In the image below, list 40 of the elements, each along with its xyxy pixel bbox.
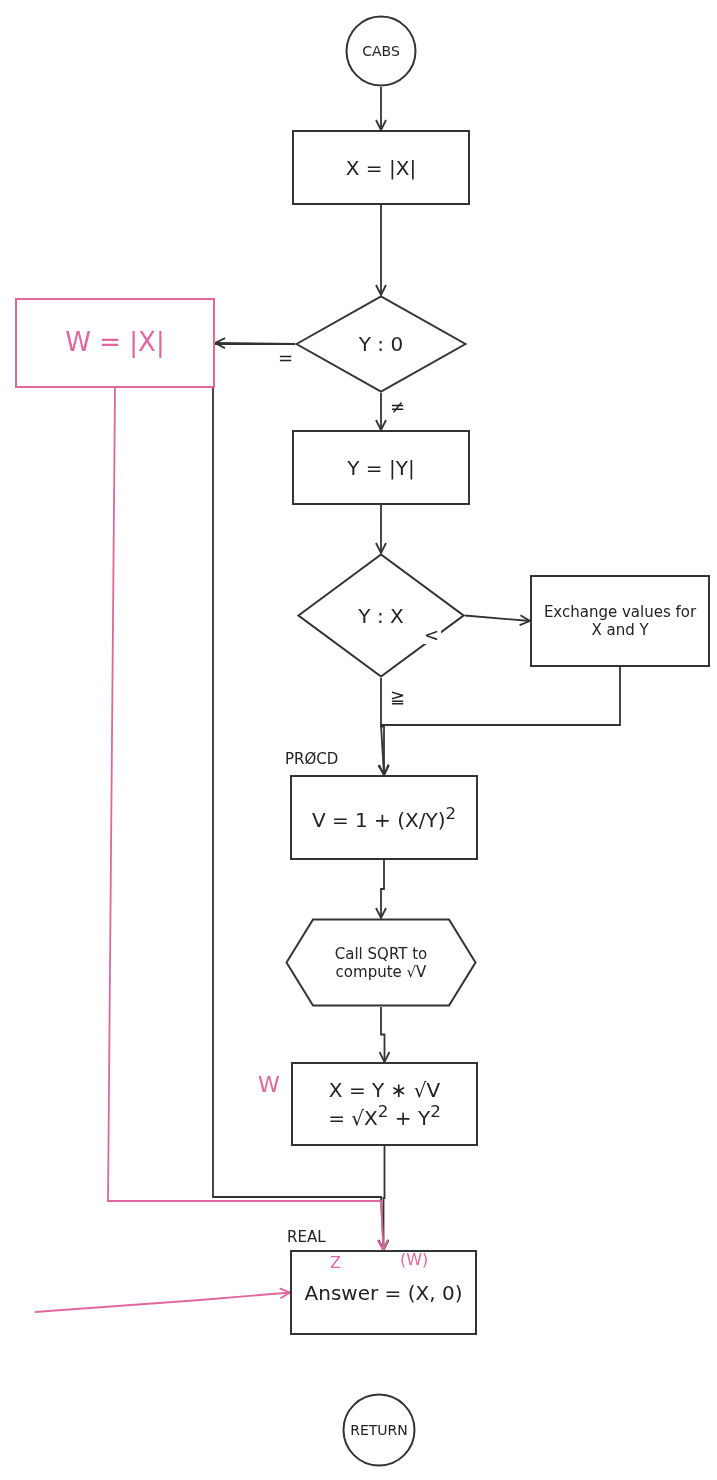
node-text: X = Y ∗ √V xyxy=(327,1078,442,1103)
node-text: Call SQRT to compute √V xyxy=(333,944,429,981)
node-text: Y : X xyxy=(357,603,405,628)
arrow xyxy=(377,666,621,776)
process-box xyxy=(292,130,470,205)
process-box xyxy=(290,775,478,860)
arrow xyxy=(378,1006,391,1063)
margin-note: (W) xyxy=(400,1252,429,1268)
arrow xyxy=(375,859,387,919)
node-text: Y : 0 xyxy=(357,332,405,356)
terminal-circle xyxy=(345,15,417,87)
process-box xyxy=(290,1250,477,1335)
node-text: Answer = (X, 0) xyxy=(303,1280,464,1305)
node-text: CABS xyxy=(361,42,401,60)
node-text: = √X$^{2}$ + Y$^{2}$ xyxy=(327,1102,442,1130)
arrow xyxy=(375,86,387,131)
node-text: RETURN xyxy=(349,1421,409,1439)
node-text: Y = |Y| xyxy=(346,455,416,480)
arrow xyxy=(375,392,387,431)
arrow xyxy=(375,504,387,554)
process-box xyxy=(291,1062,478,1146)
node-text: V = 1 + (X/Y)$^{2}$ xyxy=(310,803,458,832)
node-text: Exchange values for X and Y xyxy=(542,603,698,639)
node-annotation: REAL xyxy=(287,1228,326,1246)
decision-diamond xyxy=(297,553,465,678)
node-annotation: W xyxy=(258,1072,280,1097)
process-box xyxy=(292,430,470,505)
arrow xyxy=(34,1287,291,1313)
arrow xyxy=(375,204,387,296)
node-annotation: PRØCD xyxy=(285,750,339,768)
arrow xyxy=(107,387,389,1251)
arrow xyxy=(464,614,531,627)
preparation-hexagon xyxy=(285,918,477,1007)
process-box xyxy=(530,575,710,667)
node-text: W = |X| xyxy=(64,327,166,359)
margin-note: Z xyxy=(330,1255,341,1271)
node-text: X = |X| xyxy=(344,155,418,180)
terminal-circle xyxy=(342,1393,416,1467)
decision-diamond xyxy=(295,295,467,393)
process-box xyxy=(15,298,215,388)
